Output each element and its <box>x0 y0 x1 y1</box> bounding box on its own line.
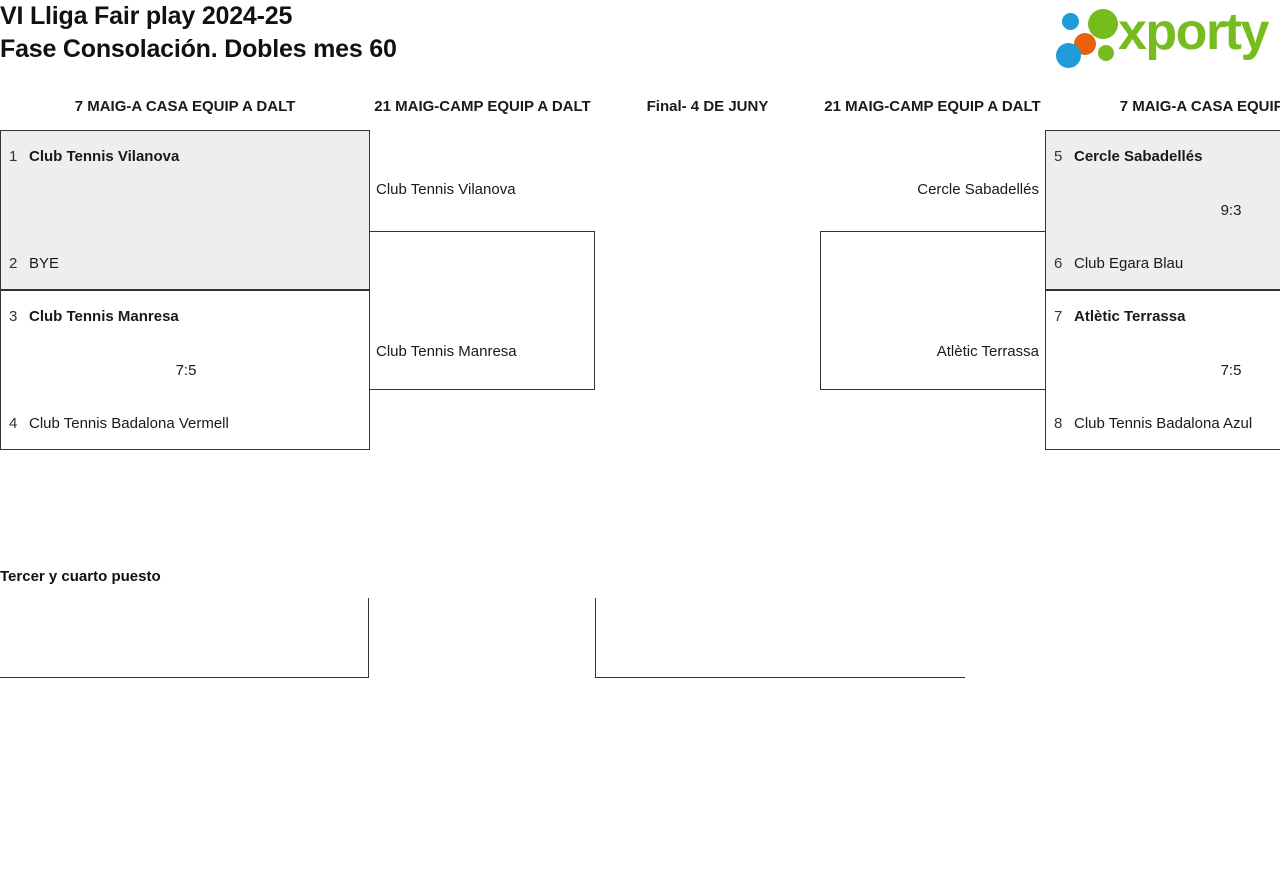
title-line-1: VI Lliga Fair play 2024-25 <box>0 2 293 30</box>
match-4-name-bottom: Club Tennis Badalona Azul <box>1074 415 1253 432</box>
xporty-logo[interactable]: xporty <box>1046 3 1278 68</box>
match-3-name-top: Cercle Sabadellés <box>1074 148 1203 165</box>
match-2-team-bottom[interactable]: 4 Club Tennis Badalona Vermell <box>9 414 229 434</box>
match-3-seed-top: 5 <box>1054 148 1063 165</box>
match-2-name-top: Club Tennis Manresa <box>29 308 179 325</box>
match-2-team-top[interactable]: 3 Club Tennis Manresa <box>9 307 179 327</box>
semifinal-right-team-bottom[interactable]: Atlètic Terrassa <box>936 343 1039 360</box>
semifinal-left-team-bottom[interactable]: Club Tennis Manresa <box>376 343 517 360</box>
logo-dots-icon <box>1052 7 1120 68</box>
round-header-semifinal-left: 21 MAIG-CAMP EQUIP A DALT <box>374 98 591 115</box>
match-1-name-top: Club Tennis Vilanova <box>29 148 180 165</box>
third-place-bracket-left[interactable] <box>0 598 369 678</box>
match-4-score: 7:5 <box>1220 362 1242 379</box>
match-2-seed-bottom: 4 <box>9 415 18 432</box>
logo-dot-blue-large <box>1056 43 1081 68</box>
match-1-seed-top: 1 <box>9 148 18 165</box>
match-3-name-bottom: Club Egara Blau <box>1074 255 1184 272</box>
match-3-team-top[interactable]: 5 Cercle Sabadellés <box>1054 147 1202 167</box>
match-4-team-bottom[interactable]: 8 Club Tennis Badalona Azul <box>1054 414 1252 434</box>
match-3[interactable]: 5 Cercle Sabadellés 9:3 6 Club Egara Blau <box>1045 130 1280 290</box>
match-1[interactable]: 1 Club Tennis Vilanova 2 BYE <box>0 130 370 290</box>
logo-dot-green-large <box>1088 9 1118 39</box>
match-2-score: 7:5 <box>175 362 197 379</box>
round-header-semifinal-right: 21 MAIG-CAMP EQUIP A DALT <box>824 98 1041 115</box>
match-4-seed-top: 7 <box>1054 308 1063 325</box>
match-3-team-bottom[interactable]: 6 Club Egara Blau <box>1054 254 1183 274</box>
match-1-team-top[interactable]: 1 Club Tennis Vilanova <box>9 147 179 167</box>
match-3-seed-bottom: 6 <box>1054 255 1063 272</box>
page-header: VI Lliga Fair play 2024-25 Fase Consolac… <box>0 0 1280 80</box>
match-4-team-top[interactable]: 7 Atlètic Terrassa <box>1054 307 1185 327</box>
semifinal-left-team-top[interactable]: Club Tennis Vilanova <box>376 181 516 198</box>
logo-dot-blue-small <box>1062 13 1079 30</box>
match-3-score: 9:3 <box>1220 202 1242 219</box>
round-header-round1-left: 7 MAIG-A CASA EQUIP A DALT <box>74 98 296 115</box>
round-header-final: Final- 4 DE JUNY <box>646 98 769 115</box>
match-4-name-top: Atlètic Terrassa <box>1074 308 1186 325</box>
semifinal-right-bracket[interactable] <box>820 231 1045 390</box>
title-line-2: Fase Consolación. Dobles mes 60 <box>0 35 397 63</box>
page-title: VI Lliga Fair play 2024-25 Fase Consolac… <box>0 0 397 66</box>
third-place-label: Tercer y cuarto puesto <box>0 568 161 585</box>
round-header-round1-right: 7 MAIG-A CASA EQUIP A DALT <box>1119 98 1280 115</box>
logo-wordmark: xporty <box>1118 3 1269 61</box>
match-1-name-bottom: BYE <box>29 255 60 272</box>
match-1-team-bottom[interactable]: 2 BYE <box>9 254 59 274</box>
match-4-seed-bottom: 8 <box>1054 415 1063 432</box>
match-2-seed-top: 3 <box>9 308 18 325</box>
logo-dot-green-small <box>1098 45 1114 61</box>
match-2-name-bottom: Club Tennis Badalona Vermell <box>29 415 229 432</box>
match-1-seed-bottom: 2 <box>9 255 18 272</box>
third-place-bracket-right[interactable] <box>595 598 965 678</box>
match-4[interactable]: 7 Atlètic Terrassa 7:5 8 Club Tennis Badal… <box>1045 290 1280 450</box>
semifinal-left-bracket[interactable] <box>370 231 595 390</box>
match-2[interactable]: 3 Club Tennis Manresa 7:5 4 Club Tennis Ba… <box>0 290 370 450</box>
semifinal-right-team-top[interactable]: Cercle Sabadellés <box>917 181 1039 198</box>
